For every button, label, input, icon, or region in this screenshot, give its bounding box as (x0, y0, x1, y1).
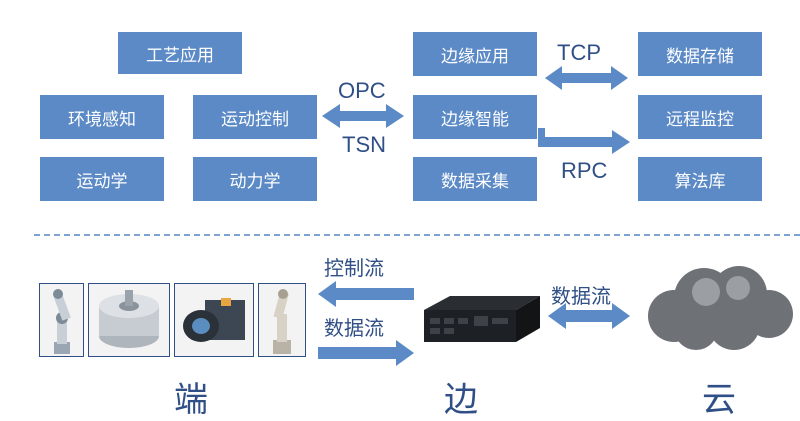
box-remote-monitoring: 远程监控 (638, 95, 762, 139)
tier-cloud-label: 云 (702, 380, 736, 420)
box-data-acquisition: 数据采集 (413, 157, 537, 201)
tier-edge-label: 边 (444, 380, 478, 420)
elbow-arrow-edge-cloud-rpc (538, 128, 630, 154)
tier-device-label: 端 (174, 380, 208, 420)
box-algorithm-library: 算法库 (638, 157, 762, 201)
arrow-control-flow (318, 281, 414, 307)
box-data-storage: 数据存储 (638, 32, 762, 76)
protocol-tsn-label: TSN (342, 132, 386, 157)
cloud-image (634, 258, 800, 354)
double-arrow-data-flow-right (548, 303, 630, 329)
double-arrow-device-edge (322, 104, 404, 128)
section-divider (34, 234, 800, 236)
box-kinematics: 运动学 (40, 157, 164, 201)
box-edge-app: 边缘应用 (413, 32, 537, 76)
box-motion-control: 运动控制 (193, 95, 317, 139)
control-flow-label: 控制流 (324, 256, 384, 280)
box-process-app: 工艺应用 (118, 32, 242, 74)
protocol-rpc-label: RPC (561, 158, 608, 183)
robot-arm-2-image (258, 283, 306, 357)
box-dynamics: 动力学 (193, 157, 317, 201)
robot-arm-image (39, 283, 84, 357)
box-edge-intelligence: 边缘智能 (413, 95, 537, 139)
protocol-tcp-label: TCP (557, 40, 601, 65)
data-flow-label-right: 数据流 (551, 284, 611, 308)
double-arrow-edge-cloud-tcp (545, 66, 628, 90)
edge-computer-image (416, 292, 544, 346)
arrow-data-flow-left (318, 340, 414, 366)
data-flow-label-left: 数据流 (324, 316, 384, 340)
box-environment-sensing: 环境感知 (40, 95, 164, 139)
sensor-image (88, 283, 170, 357)
camera-image (174, 283, 254, 357)
protocol-opc-label: OPC (338, 78, 386, 103)
